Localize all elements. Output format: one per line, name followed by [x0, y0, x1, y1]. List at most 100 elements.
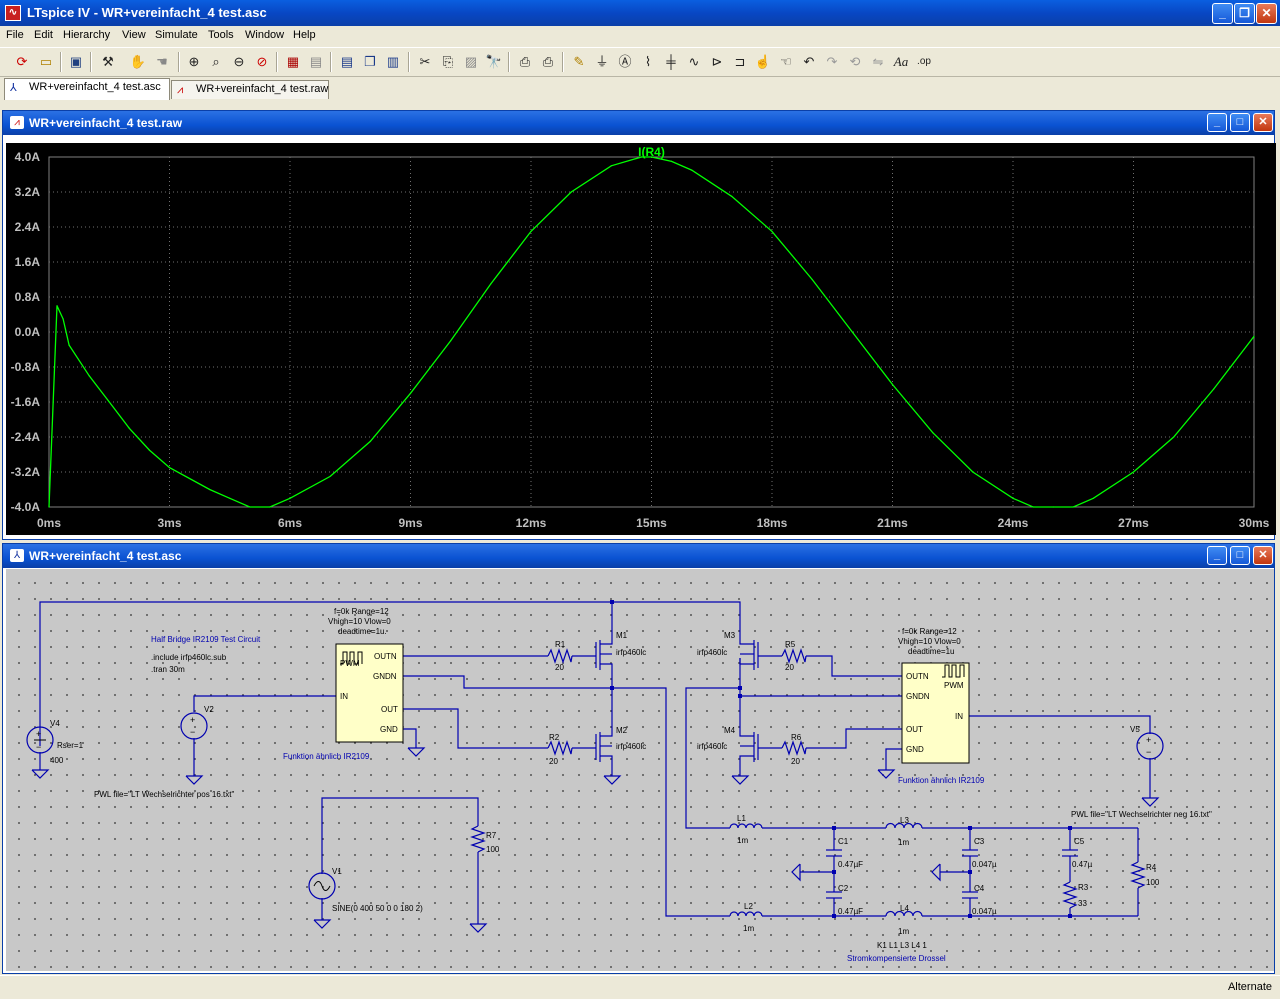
pan-icon[interactable]: ☚ [156, 54, 168, 69]
run-icon[interactable]: ⟳ [16, 54, 28, 69]
redo-icon[interactable]: ↷ [826, 54, 838, 69]
y-tick-label: 0.8A [15, 290, 41, 304]
print-preview-icon[interactable]: ⎙ [519, 54, 531, 69]
undo-icon[interactable]: ↶ [803, 54, 815, 69]
r5-label: R5 [785, 640, 796, 649]
m1-value: irfp460lc [616, 648, 646, 657]
schematic-window-titlebar[interactable]: ⅄ WR+vereinfacht_4 test.asc _ □ ✕ [3, 544, 1274, 568]
tab-waveform[interactable]: ⩘ WR+vereinfacht_4 test.raw [171, 80, 329, 99]
capacitor-icon[interactable]: ╪ [666, 54, 676, 69]
diode-icon[interactable]: ⊳ [711, 54, 723, 69]
data-point [329, 475, 331, 477]
tile-vertical-icon[interactable]: ▥ [386, 54, 400, 69]
cut-icon[interactable]: ✂ [419, 54, 431, 69]
copy-icon[interactable]: ⎘ [442, 54, 454, 69]
data-point [650, 156, 653, 158]
print-icon[interactable]: ⎙ [542, 54, 554, 69]
pwl-left: PWL file="LT Wechselrichter pos 16.txt" [94, 790, 234, 799]
autorange-icon[interactable]: ▦ [286, 54, 300, 69]
y-tick-label: -4.0A [11, 500, 41, 514]
control-panel-icon[interactable]: ⚒ [102, 54, 114, 69]
save-icon[interactable]: ▣ [69, 54, 83, 69]
tab-label: WR+vereinfacht_4 test.asc [29, 81, 161, 93]
x-tick-label: 0ms [37, 516, 61, 530]
resistor-icon[interactable]: ⌇ [644, 54, 652, 69]
y-tick-label: 1.6A [15, 255, 41, 269]
close-button[interactable]: ✕ [1256, 3, 1277, 24]
zoom-out-icon[interactable]: ⊖ [233, 54, 245, 69]
menu-tools[interactable]: Tools [208, 29, 234, 41]
data-point [811, 278, 813, 281]
data-point [62, 318, 64, 320]
menu-view[interactable]: View [122, 29, 146, 41]
r1-value: 20 [555, 663, 564, 672]
cascade-icon[interactable]: ❐ [364, 54, 376, 69]
ltspice-logo-icon: ∿ [5, 5, 21, 21]
ground-icon[interactable]: ⏚ [595, 54, 609, 69]
document-tabs: ⅄ WR+vereinfacht_4 test.asc ⩘ WR+vereinf… [0, 78, 1280, 100]
data-point [450, 340, 452, 342]
schematic-canvas[interactable]: + − + − + − PWM OUTN GNDN IN OUT GND [6, 569, 1274, 971]
export-icon[interactable]: ▤ [309, 54, 323, 69]
l1-label: L1 [737, 814, 746, 823]
find-icon[interactable]: 🔭 [485, 54, 503, 69]
rotate-icon[interactable]: ⟲ [849, 54, 861, 69]
data-point [1052, 506, 1054, 508]
data-point [972, 471, 974, 473]
pwm-right-params2: Vhigh=10 Vlow=0 [898, 637, 961, 646]
drag-icon[interactable]: ☜ [780, 54, 792, 69]
menu-file[interactable]: File [6, 29, 24, 41]
pin-gndn-left: GNDN [373, 672, 397, 681]
svg-text:+: + [190, 715, 195, 725]
paste-icon[interactable]: ▨ [464, 54, 478, 69]
text-icon[interactable]: Aa [893, 54, 909, 69]
halt-icon[interactable]: ✋ [129, 54, 147, 69]
schematic-maximize-button[interactable]: □ [1230, 546, 1250, 565]
maximize-button[interactable]: ❐ [1234, 3, 1255, 24]
r2-value: 20 [549, 757, 558, 766]
menu-window[interactable]: Window [245, 29, 285, 41]
r7-value: 100 [486, 845, 500, 854]
data-point [1173, 436, 1175, 438]
data-point [771, 230, 773, 232]
data-point [369, 440, 371, 442]
waveform-minimize-button[interactable]: _ [1207, 113, 1227, 132]
mirror-icon[interactable]: ⇋ [872, 54, 884, 69]
m2-value: irfp460lc [616, 742, 646, 751]
draw-wire-icon[interactable]: ✎ [573, 54, 585, 69]
schematic-minimize-button[interactable]: _ [1207, 546, 1227, 565]
waveform-window-titlebar[interactable]: ⩘ WR+vereinfacht_4 test.raw _ □ ✕ [3, 111, 1274, 135]
menu-edit[interactable]: Edit [34, 29, 53, 41]
component-icon[interactable]: ⊐ [734, 54, 746, 69]
menu-simulate[interactable]: Simulate [155, 29, 198, 41]
schematic-drawing[interactable]: + − + − + − PWM OUTN GNDN IN OUT GND [6, 569, 1274, 971]
main-titlebar[interactable]: ∿ LTspice IV - WR+vereinfacht_4 test.asc… [0, 0, 1280, 26]
minimize-button[interactable]: _ [1212, 3, 1233, 24]
data-point [409, 392, 412, 394]
waveform-maximize-button[interactable]: □ [1230, 113, 1250, 132]
v2-label: V2 [204, 705, 214, 714]
tab-schematic[interactable]: ⅄ WR+vereinfacht_4 test.asc [4, 78, 170, 100]
m1-label: M1 [616, 631, 628, 640]
tile-horizontal-icon[interactable]: ▤ [340, 54, 354, 69]
r6-value: 20 [791, 757, 800, 766]
spice-directive-icon[interactable]: .op [917, 56, 931, 67]
l4-value: 1m [898, 927, 909, 936]
zoom-cancel-icon[interactable]: ⊘ [256, 54, 268, 69]
open-icon[interactable]: ▭ [39, 54, 53, 69]
menu-help[interactable]: Help [293, 29, 316, 41]
label-net-icon[interactable]: Ⓐ [618, 54, 632, 69]
waveform-icon: ⩘ [177, 84, 184, 96]
m3-value: irfp460lc [697, 648, 727, 657]
schematic-close-button[interactable]: ✕ [1253, 546, 1273, 565]
x-tick-label: 3ms [157, 516, 181, 530]
zoom-area-icon[interactable]: ⌕ [212, 54, 220, 69]
move-icon[interactable]: ☝ [754, 54, 772, 69]
menu-hierarchy[interactable]: Hierarchy [63, 29, 111, 41]
waveform-close-button[interactable]: ✕ [1253, 113, 1273, 132]
inductor-icon[interactable]: ∿ [688, 54, 700, 69]
l3-label: L3 [900, 816, 909, 825]
zoom-in-icon[interactable]: ⊕ [188, 54, 200, 69]
